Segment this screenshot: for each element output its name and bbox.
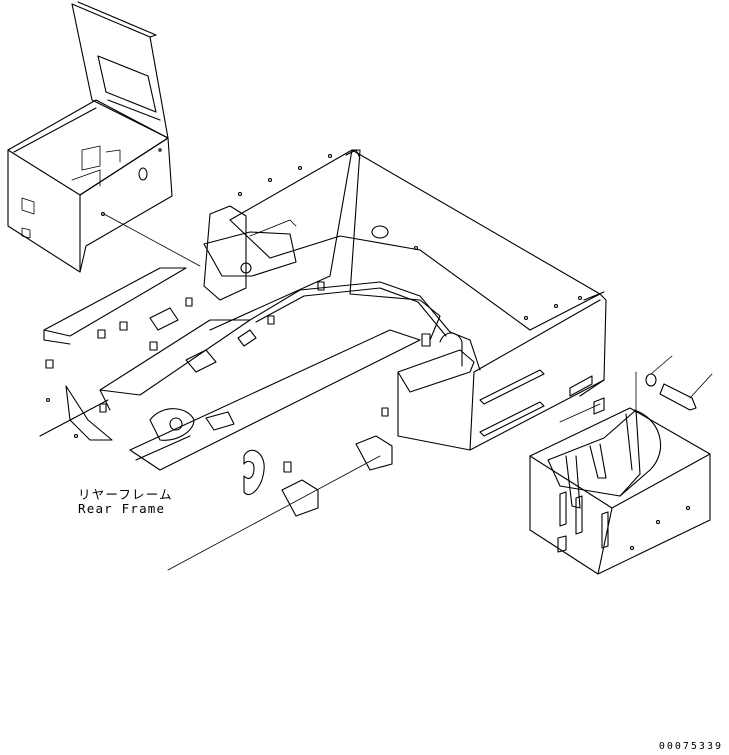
toolbox-left (7, 1, 173, 273)
small-parts (45, 281, 431, 517)
part-label-english: Rear Frame (78, 501, 166, 516)
document-number: 00075339 (658, 741, 723, 752)
rear-frame (39, 149, 607, 471)
part-label-japanese: リヤーフレーム (78, 487, 173, 502)
leader-lines (103, 213, 713, 571)
